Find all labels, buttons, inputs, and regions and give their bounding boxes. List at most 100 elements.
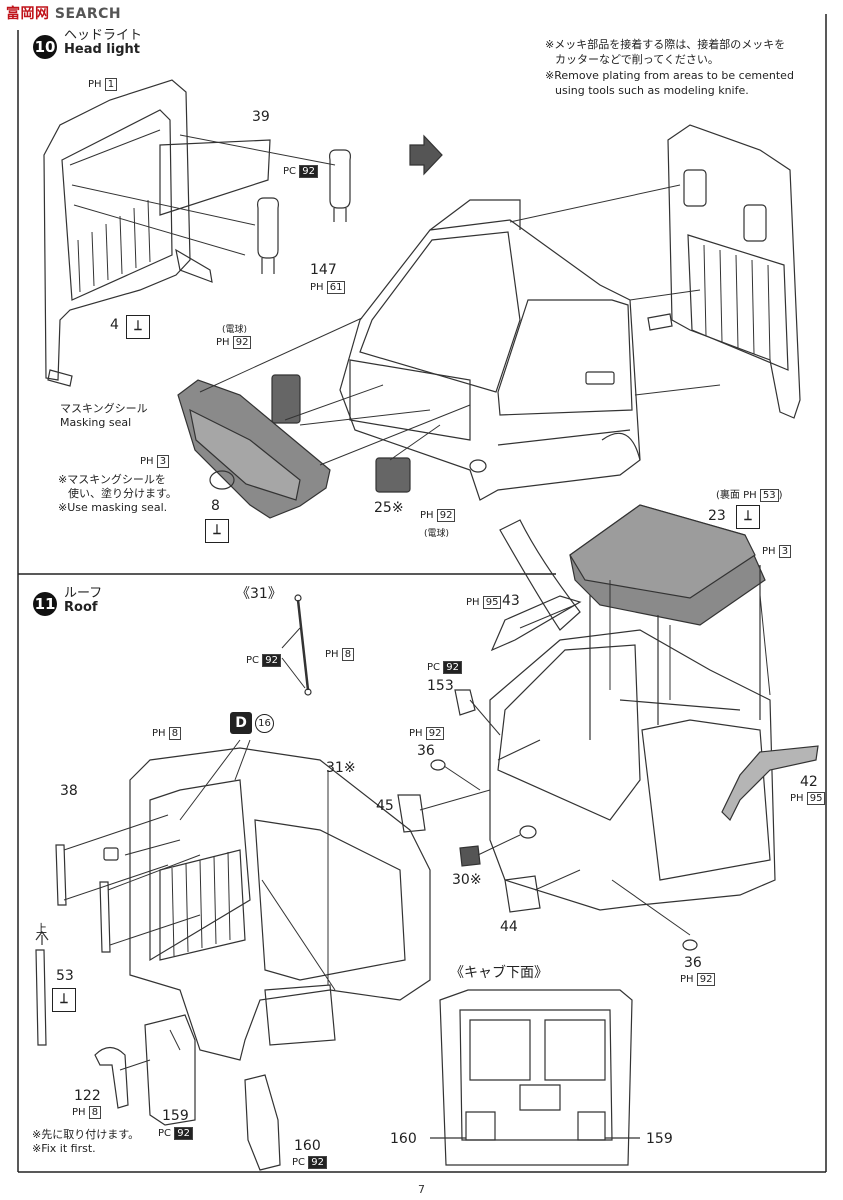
- code-box: 92: [232, 336, 252, 349]
- part-number-39: 39: [252, 109, 270, 125]
- step-10-title-ja: ヘッドライト: [64, 28, 143, 43]
- masking-use-ja-1: ※マスキングシールを: [58, 473, 166, 486]
- part-code-ph-3-a: PH 3: [140, 455, 170, 468]
- part-number-160-b: 160: [390, 1131, 417, 1147]
- part-code-ph-8-b: PH 8: [152, 727, 182, 740]
- part-number-160-a: 160: [294, 1138, 321, 1154]
- code-prefix: PH: [140, 456, 154, 467]
- part-number-43: 43: [502, 593, 520, 609]
- step-10-title-en: Head light: [64, 42, 140, 57]
- masking-seal-ja: マスキングシール: [60, 402, 148, 415]
- part-number-45: 45: [376, 798, 394, 814]
- cab-underside: [430, 989, 640, 1166]
- code-box: 92: [299, 165, 318, 178]
- part-code-ph-8-c: PH 8: [72, 1106, 102, 1119]
- code-prefix: PC: [158, 1128, 172, 1139]
- sticker-sheet-d-badge: D: [230, 712, 252, 734]
- step-11-title-en: Roof: [64, 600, 98, 615]
- side-visor: [721, 745, 819, 822]
- step-10-number: 10: [33, 35, 57, 59]
- part-code-ph-92-d: PH 92: [680, 973, 716, 986]
- code-prefix: PH: [762, 546, 776, 557]
- part-number-8: 8: [211, 498, 220, 514]
- part-code-ph-8-a: PH 8: [325, 648, 355, 661]
- decal-number-16: 16: [255, 714, 274, 733]
- code-prefix: PH: [743, 490, 757, 501]
- part-code-pc-92-c: PC 92: [158, 1127, 193, 1140]
- code-box: 8: [168, 727, 182, 740]
- step-11-title-ja: ルーフ: [64, 586, 103, 601]
- part-code-ph-61: PH 61: [310, 281, 346, 294]
- plating-note-en-1: ※Remove plating from areas to be cemente…: [545, 69, 794, 82]
- cab-body-step10: [339, 199, 641, 501]
- rain-gutter-43: [490, 595, 582, 652]
- up-direction-label: 上: [36, 922, 47, 935]
- part-code-ph-95-a: PH 95: [466, 596, 502, 609]
- code-prefix: PC: [292, 1157, 306, 1168]
- part-number-44: 44: [500, 919, 518, 935]
- headrest-parts: [257, 149, 351, 274]
- watermark: 富岡网 SEARCH: [6, 3, 121, 23]
- part-number-30: 30※: [452, 872, 482, 888]
- glue-icon: ⟘: [126, 315, 150, 339]
- bulb-label-a: (電球): [222, 325, 248, 335]
- rear-panel-right: [647, 124, 801, 419]
- part-code-ph-3-b: PH 3: [762, 545, 792, 558]
- code-box: 3: [156, 455, 170, 468]
- part-number-31: 31※: [326, 760, 356, 776]
- code-box: 92: [696, 973, 716, 986]
- part-number-159-b: 159: [646, 1131, 673, 1147]
- code-box: 92: [436, 509, 456, 522]
- code-box: 8: [341, 648, 355, 661]
- code-prefix: PH: [216, 337, 230, 348]
- code-box: 8: [88, 1106, 102, 1119]
- code-prefix: PH: [152, 728, 166, 739]
- code-box: 3: [778, 545, 792, 558]
- code-box: 95: [806, 792, 826, 805]
- code-prefix: PH: [466, 597, 480, 608]
- part-code-ph-95-b: PH 95: [790, 792, 826, 805]
- code-prefix: PC: [283, 166, 297, 177]
- part-number-4: 4: [110, 317, 119, 333]
- masking-use-ja-2: 使い、塗り分けます。: [68, 487, 177, 500]
- code-prefix: PH: [310, 282, 324, 293]
- part-code-pc-92: PC 92: [283, 165, 318, 178]
- masking-use-en: ※Use masking seal.: [58, 501, 168, 514]
- rear-panel-left: [43, 79, 271, 387]
- code-box: 92: [262, 654, 281, 667]
- part-number-122: 122: [74, 1088, 101, 1104]
- part-number-23: 23: [708, 508, 726, 524]
- watermark-cn: 富岡网: [6, 6, 50, 22]
- cab-body-step11-left: [129, 747, 431, 1061]
- code-prefix: PH: [409, 728, 423, 739]
- code-prefix: PH: [790, 793, 804, 804]
- part-number-36-a: 36: [417, 743, 435, 759]
- part-code-pc-92-d: PC 92: [292, 1156, 327, 1169]
- code-box: 53: [759, 489, 779, 502]
- cab-body-step11-right: [489, 519, 776, 911]
- masking-seal-en: Masking seal: [60, 416, 132, 429]
- code-box: 92: [174, 1127, 193, 1140]
- part-number-153: 153: [427, 678, 454, 694]
- part-code-ph-92-b: PH 92: [420, 509, 456, 522]
- part-code-pc-92-a: PC 92: [246, 654, 281, 667]
- code-box: 92: [308, 1156, 327, 1169]
- bulb-label-b: (電球): [424, 529, 450, 539]
- code-prefix: PC: [246, 655, 260, 666]
- part-number-38: 38: [60, 783, 78, 799]
- step-11-number: 11: [33, 592, 57, 616]
- part-number-42: 42: [800, 774, 818, 790]
- part-number-159-a: 159: [162, 1108, 189, 1124]
- fix-first-en: ※Fix it first.: [32, 1142, 96, 1155]
- glue-icon: ⟘: [205, 519, 229, 543]
- part-code-ph-92-c: PH 92: [409, 727, 445, 740]
- code-box: 61: [326, 281, 346, 294]
- code-box: 1: [104, 78, 118, 91]
- part-number-31-bracket: 《31》: [236, 586, 282, 602]
- rear-side-label: (裏面: [716, 490, 740, 501]
- code-box: 92: [443, 661, 462, 674]
- part-number-53: 53: [56, 968, 74, 984]
- part-number-147: 147: [310, 262, 337, 278]
- plating-note-ja-1: ※メッキ部品を接着する際は、接着部のメッキを: [545, 38, 786, 51]
